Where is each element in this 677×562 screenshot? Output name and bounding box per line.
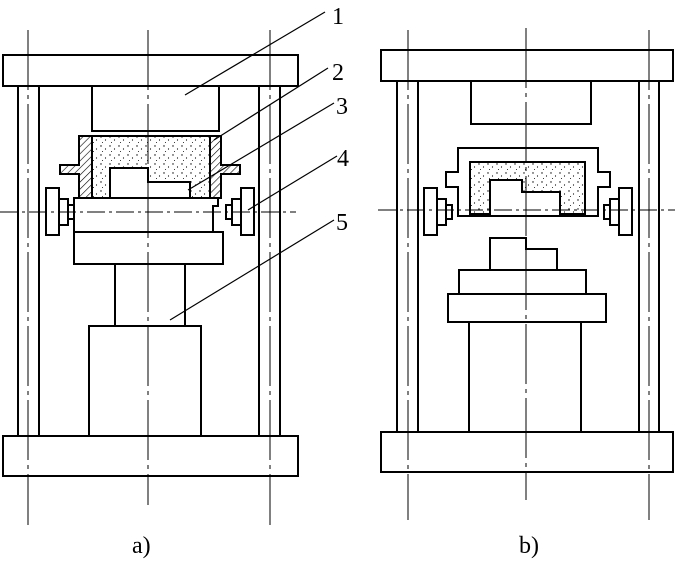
cylinder-b	[468, 321, 582, 433]
pattern-plate-a	[73, 197, 219, 233]
top-beam-b	[380, 49, 674, 82]
top-beam-a	[2, 54, 299, 87]
pattern-plate-b	[458, 269, 587, 295]
upper-press-plate-b	[470, 80, 592, 125]
callout-1: 1	[332, 4, 344, 30]
flask-b	[445, 147, 611, 217]
caption-a: a)	[132, 533, 151, 559]
bottom-base-b	[380, 431, 674, 473]
flask-right-wall-a	[209, 135, 241, 199]
diagram-b: b)	[378, 28, 675, 559]
bottom-base-a	[2, 435, 299, 477]
flask-left-wall-a	[59, 135, 93, 199]
callout-3: 3	[336, 94, 348, 120]
cylinder-a	[88, 325, 202, 437]
caption-b: b)	[519, 533, 539, 559]
piston-rod-a	[114, 263, 186, 327]
callout-2: 2	[332, 60, 344, 86]
callout-5: 5	[336, 210, 348, 236]
upper-press-plate-a	[91, 85, 220, 132]
pattern-b	[489, 237, 558, 271]
diagram-a: 1 2 3 4 5 a)	[0, 4, 349, 559]
callout-4: 4	[337, 146, 349, 172]
worktable-b	[447, 293, 607, 323]
